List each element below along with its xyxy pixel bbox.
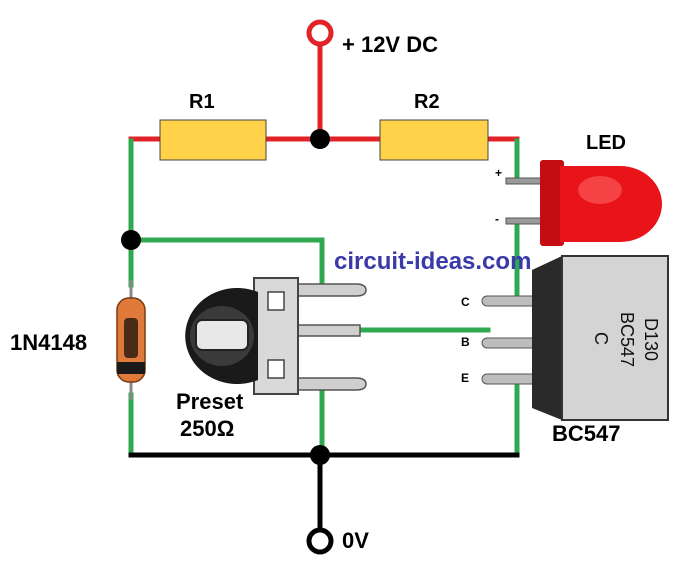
chip-marking-line2: BC547 — [617, 312, 637, 367]
ground-junction-dot — [310, 445, 330, 465]
led-minus-label: - — [495, 212, 499, 226]
left-junction-dot — [121, 230, 141, 250]
supply-terminal — [306, 19, 334, 47]
preset-label-line1: Preset — [176, 389, 244, 414]
r2-label: R2 — [414, 91, 440, 113]
transistor-body-front — [561, 255, 669, 421]
led-label: LED — [586, 132, 626, 154]
diode-core — [124, 318, 138, 358]
resistor-r1 — [159, 119, 267, 161]
ground-wires — [128, 452, 520, 533]
ground-label: 0V — [342, 528, 369, 553]
led-highlight — [578, 176, 622, 204]
diode-component — [116, 280, 146, 400]
transistor-component — [481, 255, 669, 421]
led-component — [505, 160, 662, 246]
transistor-label: BC547 — [552, 421, 620, 446]
chip-marking-line3: C — [591, 332, 611, 345]
resistor-r2 — [379, 119, 489, 161]
transistor-leg-c — [481, 295, 539, 307]
diode-label: 1N4148 — [10, 330, 87, 355]
preset-frame-slot-bottom — [267, 359, 285, 379]
transistor-leg-e — [481, 373, 539, 385]
chip-marking: D130 BC547 C — [591, 312, 661, 367]
pin-c-label: C — [461, 295, 470, 309]
watermark-text: circuit-ideas.com — [334, 248, 531, 275]
chip-marking-line1: D130 — [641, 318, 661, 361]
preset-component — [185, 277, 367, 395]
preset-label-line2: 250Ω — [180, 416, 234, 441]
transistor-body-side — [532, 256, 562, 420]
r1-label: R1 — [189, 91, 215, 113]
top-junction-dot — [310, 129, 330, 149]
pin-b-label: B — [461, 335, 470, 349]
signal-wires — [128, 138, 520, 456]
supply-label: + 12V DC — [342, 32, 438, 57]
led-plus-label: + — [495, 166, 502, 180]
ground-terminal — [306, 527, 334, 555]
transistor-leg-b — [481, 337, 539, 349]
pin-e-label: E — [461, 371, 469, 385]
preset-slot — [195, 319, 249, 351]
led-rim — [540, 160, 564, 246]
led-dome — [560, 166, 662, 242]
preset-frame-slot-top — [267, 291, 285, 311]
diode-cathode-band — [117, 362, 145, 374]
